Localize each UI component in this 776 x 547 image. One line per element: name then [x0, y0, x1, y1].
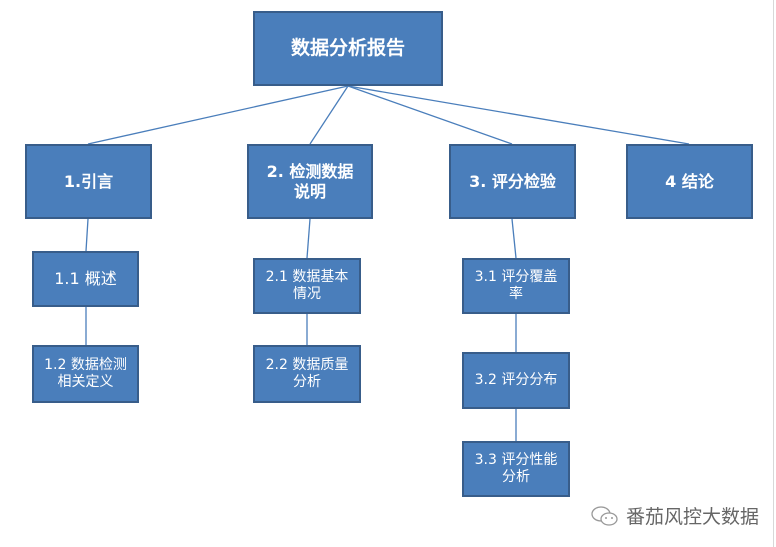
- subsection-node-2-1: 2.1 数据基本情况: [253, 258, 361, 314]
- connector-root-2: [309, 85, 349, 145]
- subsection-label: 2.1 数据基本情况: [265, 268, 349, 303]
- connector-root-1: [87, 85, 349, 145]
- subsection-label: 3.2 评分分布: [474, 371, 558, 388]
- watermark-text: 番茄风控大数据: [626, 506, 760, 528]
- section-label: 3. 评分检验: [469, 171, 556, 191]
- section-node-3: 3. 评分检验: [449, 144, 576, 219]
- subsection-label: 1.1 概述: [54, 269, 117, 288]
- connector-root-3: [347, 85, 513, 145]
- section-label: 1.引言: [63, 171, 114, 191]
- subsection-label: 3.1 评分覆盖率: [474, 268, 558, 303]
- connector-3-1: [511, 218, 517, 259]
- subsection-node-3-1: 3.1 评分覆盖率: [462, 258, 570, 314]
- section-node-2: 2. 检测数据说明: [247, 144, 373, 219]
- subsection-node-3-3: 3.3 评分性能分析: [462, 441, 570, 497]
- connector-2-1: [306, 218, 311, 259]
- section-node-4: 4 结论: [626, 144, 753, 219]
- root-node: 数据分析报告: [253, 11, 443, 86]
- connector-1-1: [85, 218, 89, 252]
- connector-root-4: [347, 85, 690, 145]
- subsection-node-1-2: 1.2 数据检测相关定义: [32, 345, 139, 403]
- image-edge: [773, 0, 774, 547]
- subsection-node-1-1: 1.1 概述: [32, 251, 139, 307]
- wechat-icon: [591, 505, 618, 526]
- root-label: 数据分析报告: [290, 36, 405, 59]
- section-label: 4 结论: [665, 171, 714, 191]
- subsection-label: 3.3 评分性能分析: [474, 451, 558, 486]
- subsection-label: 1.2 数据检测相关定义: [44, 356, 127, 391]
- watermark: 番茄风控大数据: [590, 502, 759, 529]
- section-node-1: 1.引言: [25, 144, 152, 219]
- subsection-label: 2.2 数据质量分析: [265, 356, 349, 391]
- subsection-node-3-2: 3.2 评分分布: [462, 352, 570, 409]
- section-label: 2. 检测数据说明: [266, 161, 354, 201]
- subsection-node-2-2: 2.2 数据质量分析: [253, 345, 361, 403]
